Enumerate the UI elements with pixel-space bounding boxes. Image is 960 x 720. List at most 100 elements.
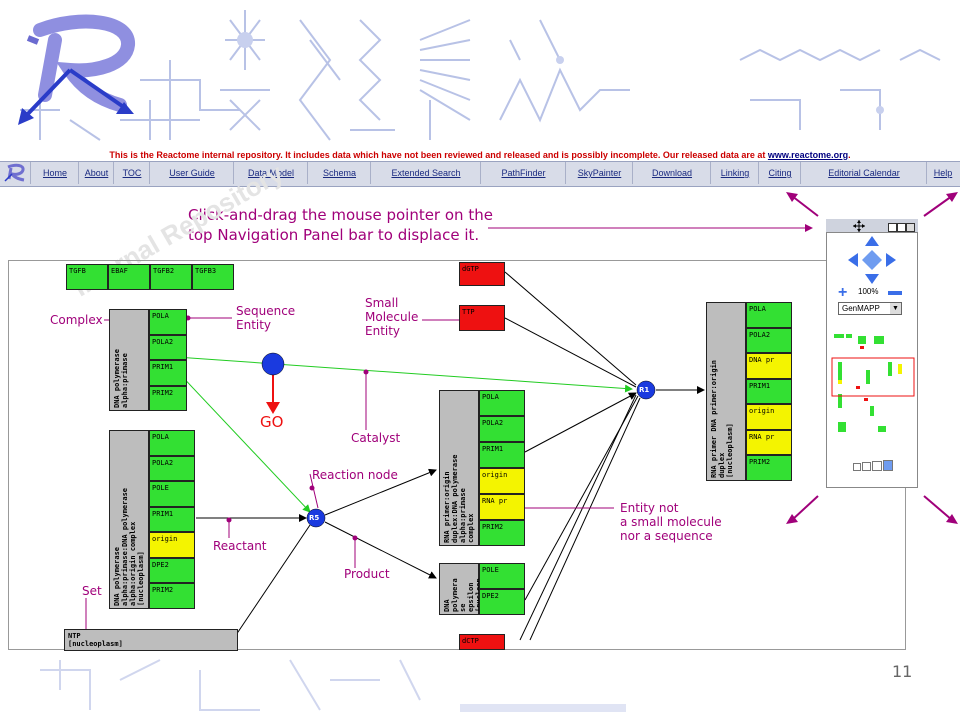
pan-control[interactable] bbox=[846, 236, 898, 284]
dna-pol-primase-complex-component[interactable]: PRIM1 bbox=[149, 360, 187, 386]
nav-logo-icon[interactable] bbox=[2, 163, 28, 183]
view-select[interactable]: GenMAPP bbox=[838, 302, 902, 315]
anno-product: Product bbox=[344, 567, 390, 581]
r5-label: R5 bbox=[309, 514, 320, 522]
top-row-cell[interactable]: EBAF bbox=[108, 264, 150, 290]
dctp-entity[interactable]: dCTP bbox=[459, 634, 505, 650]
notice-end: . bbox=[848, 150, 851, 160]
nav-editorial-calendar[interactable]: Editorial Calendar bbox=[800, 162, 927, 184]
origin-complex-component[interactable]: POLA bbox=[149, 430, 195, 456]
nav-toc[interactable]: TOC bbox=[113, 162, 150, 184]
origin-complex-component[interactable]: PRIM1 bbox=[149, 506, 195, 532]
dna-pol-epsilon-complex-label: DNA polymera se epsilon [nucleop bbox=[443, 578, 483, 612]
pan-center-icon[interactable] bbox=[862, 250, 882, 270]
view-mode-1[interactable] bbox=[853, 463, 861, 471]
pan-down-icon[interactable] bbox=[865, 274, 879, 284]
view-mode-3[interactable] bbox=[872, 461, 882, 471]
anno-sequence-2: Entity bbox=[236, 318, 272, 332]
dna-pol-epsilon-complex[interactable]: DNA polymera se epsilon [nucleop bbox=[439, 563, 483, 615]
view-mode-4[interactable] bbox=[883, 460, 893, 471]
top-row-cell[interactable]: TGFB3 bbox=[192, 264, 234, 290]
origin-complex[interactable]: DNA polymerase alpha:primase:DNA polymer… bbox=[109, 430, 149, 609]
rna-dna-primer-complex-component[interactable]: POLA2 bbox=[746, 327, 792, 353]
thumbnail-map[interactable] bbox=[830, 326, 916, 446]
dna-pol-primase-complex-label: DNA polymerase alpha:primase bbox=[113, 348, 129, 408]
rna-dna-primer-complex[interactable]: RNA primer DNA primer:origin duplex [nuc… bbox=[706, 302, 746, 481]
anno-sequence: Sequence Entity bbox=[236, 304, 295, 332]
rna-primer-complex-component[interactable]: origin bbox=[479, 468, 525, 494]
origin-complex-component[interactable]: POLE bbox=[149, 481, 195, 507]
close-button[interactable] bbox=[906, 223, 915, 232]
minimize-button[interactable] bbox=[888, 223, 897, 232]
rna-primer-complex-label: RNA primer:origin duplex:DNA polymerase … bbox=[443, 454, 475, 543]
nav-help[interactable]: Help bbox=[926, 162, 959, 184]
reaction-node-r1[interactable] bbox=[636, 380, 656, 400]
dna-pol-primase-complex[interactable]: DNA polymerase alpha:primase bbox=[109, 309, 149, 411]
reactome-link[interactable]: www.reactome.org bbox=[767, 150, 849, 160]
dna-pol-epsilon-complex-component[interactable]: DPE2 bbox=[479, 589, 525, 615]
nav-data-model[interactable]: Data Model bbox=[233, 162, 308, 184]
rna-primer-complex-component[interactable]: PRIM2 bbox=[479, 520, 525, 546]
restore-button[interactable] bbox=[897, 223, 906, 232]
zoom-in-icon[interactable]: + bbox=[838, 284, 848, 301]
top-row-cell[interactable]: TGFB bbox=[66, 264, 108, 290]
nav-linking[interactable]: Linking bbox=[710, 162, 759, 184]
anno-entity-not-1: Entity not bbox=[620, 501, 679, 515]
notice-text: This is the Reactome internal repository… bbox=[109, 150, 768, 160]
anno-sequence-1: Sequence bbox=[236, 304, 296, 318]
nav-about[interactable]: About bbox=[78, 162, 114, 184]
origin-complex-component[interactable]: origin bbox=[149, 532, 195, 558]
reaction-node-r5[interactable] bbox=[306, 508, 326, 528]
anno-sm-3: Entity bbox=[365, 324, 401, 338]
anno-sm-1: Small bbox=[365, 296, 399, 310]
view-mode-2[interactable] bbox=[862, 462, 871, 471]
rna-dna-primer-complex-component[interactable]: origin bbox=[746, 404, 792, 430]
move-icon[interactable] bbox=[852, 220, 866, 232]
anno-entity-not-3: nor a sequence bbox=[620, 529, 713, 543]
rna-primer-complex-component[interactable]: POLA2 bbox=[479, 416, 525, 442]
nav-pathfinder[interactable]: PathFinder bbox=[480, 162, 566, 184]
dna-pol-primase-complex-component[interactable]: POLA bbox=[149, 309, 187, 335]
origin-complex-component[interactable]: DPE2 bbox=[149, 557, 195, 583]
nav-skypainter[interactable]: SkyPainter bbox=[565, 162, 633, 184]
zoom-out-icon[interactable] bbox=[888, 291, 902, 295]
view-select-value: GenMAPP bbox=[842, 304, 880, 313]
rna-primer-complex[interactable]: RNA primer:origin duplex:DNA polymerase … bbox=[439, 390, 479, 546]
nav-download[interactable]: Download bbox=[632, 162, 711, 184]
origin-complex-component[interactable]: PRIM2 bbox=[149, 583, 195, 609]
nav-home[interactable]: Home bbox=[30, 162, 79, 184]
dna-pol-primase-complex-component[interactable]: PRIM2 bbox=[149, 385, 187, 411]
dgtp-entity[interactable]: dGTP bbox=[459, 262, 505, 286]
r1-label: R1 bbox=[639, 386, 650, 394]
dna-pol-primase-complex-component[interactable]: POLA2 bbox=[149, 334, 187, 360]
nav-citing[interactable]: Citing bbox=[758, 162, 801, 184]
zoom-level: 100% bbox=[858, 287, 879, 296]
rna-dna-primer-complex-component[interactable]: RNA pr bbox=[746, 429, 792, 455]
nav-user-guide[interactable]: User Guide bbox=[149, 162, 234, 184]
go-node[interactable] bbox=[261, 352, 285, 376]
rna-dna-primer-complex-component[interactable]: PRIM1 bbox=[746, 378, 792, 404]
rna-dna-primer-complex-component[interactable]: PRIM2 bbox=[746, 455, 792, 481]
pan-up-icon[interactable] bbox=[865, 236, 879, 246]
view-mode-buttons[interactable] bbox=[853, 458, 893, 471]
dna-pol-epsilon-complex-component[interactable]: POLE bbox=[479, 563, 525, 589]
ntp-set[interactable]: NTP [nucleoplasm] bbox=[64, 629, 238, 651]
select-arrow-icon[interactable]: ▼ bbox=[890, 303, 901, 314]
top-row-cell[interactable]: TGFB2 bbox=[150, 264, 192, 290]
nav-schema[interactable]: Schema bbox=[307, 162, 371, 184]
rna-primer-complex-component[interactable]: POLA bbox=[479, 390, 525, 416]
origin-complex-component[interactable]: POLA2 bbox=[149, 455, 195, 481]
rna-primer-complex-component[interactable]: PRIM1 bbox=[479, 442, 525, 468]
rna-dna-primer-complex-component[interactable]: DNA pr bbox=[746, 353, 792, 379]
nav-extended-search[interactable]: Extended Search bbox=[370, 162, 481, 184]
ttp-entity[interactable]: TTP bbox=[459, 305, 505, 331]
pan-left-icon[interactable] bbox=[848, 253, 858, 267]
pan-right-icon[interactable] bbox=[886, 253, 896, 267]
instruction-text: Click-and-drag the mouse pointer on the … bbox=[188, 205, 493, 245]
rna-dna-primer-complex-component[interactable]: POLA bbox=[746, 302, 792, 328]
repository-notice: This is the Reactome internal repository… bbox=[0, 150, 960, 160]
anno-small-molecule: Small Molecule Entity bbox=[365, 296, 418, 338]
anno-reaction-node: Reaction node bbox=[312, 468, 398, 482]
rna-primer-complex-component[interactable]: RNA pr bbox=[479, 494, 525, 520]
